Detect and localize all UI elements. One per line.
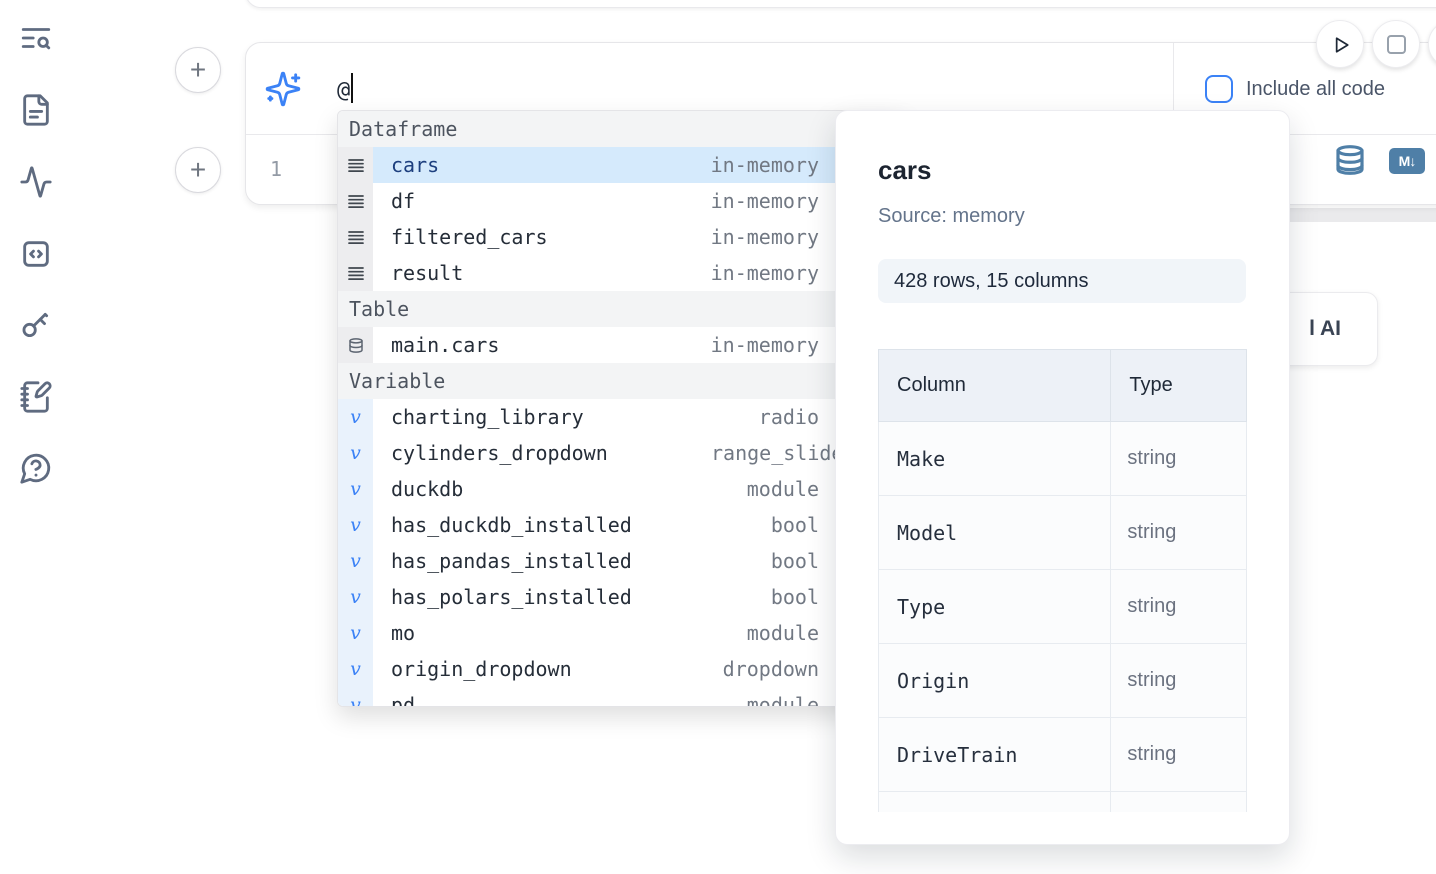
stop-icon [1387, 35, 1406, 54]
variable-icon: v [338, 471, 373, 507]
play-icon [1335, 37, 1349, 53]
text-search-icon[interactable] [19, 21, 53, 55]
schema-header: Type [1110, 349, 1247, 422]
add-cell-below-button[interactable]: + [175, 147, 221, 193]
stop-cell-button[interactable] [1372, 20, 1420, 68]
markdown-output-icon[interactable]: M↓ [1389, 148, 1425, 174]
include-all-code-label[interactable]: Include all code [1246, 78, 1385, 100]
code-editor-row[interactable]: 1 M↓ [246, 135, 1436, 206]
ai-prompt-input[interactable]: @ [337, 73, 354, 103]
database-icon [338, 327, 373, 363]
variable-icon: v [338, 651, 373, 687]
sparkles-icon [264, 70, 302, 108]
previous-cell-edge [245, 0, 1436, 8]
sidebar [0, 0, 70, 874]
activity-icon[interactable] [19, 165, 53, 199]
key-icon[interactable] [19, 308, 53, 342]
run-cell-button[interactable] [1316, 20, 1364, 68]
autocomplete-section-header: Table [338, 291, 904, 327]
preview-source: Source: memory [878, 205, 1025, 227]
dataframe-preview-panel: cars Source: memory 428 rows, 15 columns… [835, 110, 1290, 845]
variable-icon: v [338, 615, 373, 651]
variable-icon: v [338, 579, 373, 615]
text-cursor [351, 73, 354, 103]
variable-icon: v [338, 435, 373, 471]
schema-row-clipped [878, 791, 1247, 812]
variable-icon: v [338, 507, 373, 543]
schema-header: Column [878, 349, 1112, 422]
notebook-pen-icon[interactable] [19, 380, 53, 414]
database-engine-icon[interactable] [1334, 144, 1366, 178]
variable-icon: v [338, 543, 373, 579]
help-bubble-icon[interactable] [19, 451, 53, 485]
file-text-icon[interactable] [19, 93, 53, 127]
add-cell-above-button[interactable]: + [175, 47, 221, 93]
autocomplete-section-header: Dataframe [338, 111, 904, 147]
variable-icon: v [338, 687, 373, 706]
rows-icon [338, 183, 373, 219]
include-all-code-checkbox[interactable] [1205, 75, 1233, 103]
prompt-divider [1173, 43, 1174, 134]
rows-icon [338, 255, 373, 291]
autocomplete-section-header: Variable [338, 363, 904, 399]
ai-prompt-row: @ Include all code [246, 43, 1436, 134]
line-number: 1 [270, 157, 283, 181]
preview-shape-badge: 428 rows, 15 columns [878, 259, 1246, 303]
rows-icon [338, 147, 373, 183]
preview-title: cars [878, 155, 932, 185]
rows-icon [338, 219, 373, 255]
code-box-icon[interactable] [19, 237, 53, 271]
variable-icon: v [338, 399, 373, 435]
